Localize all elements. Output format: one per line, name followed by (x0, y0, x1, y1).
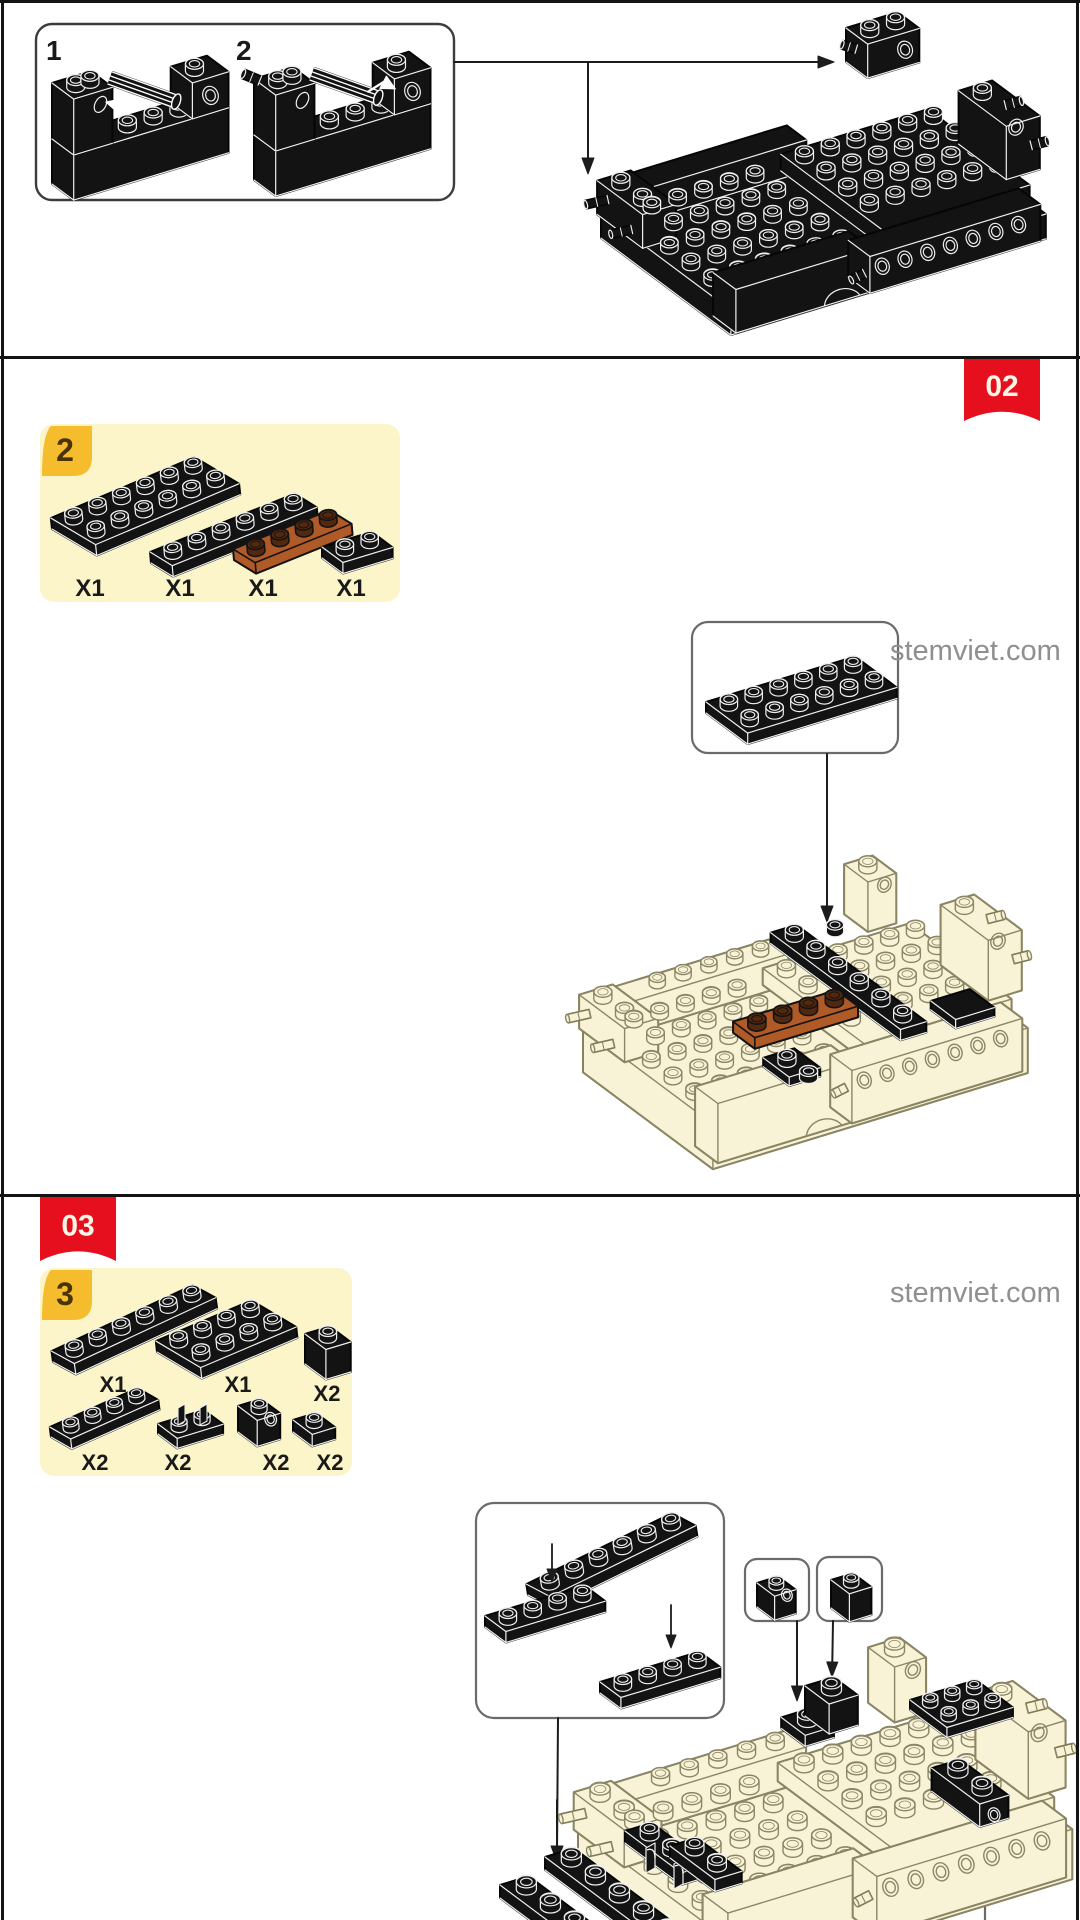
svg-text:X1: X1 (165, 575, 194, 602)
svg-text:3: 3 (56, 1276, 74, 1312)
svg-text:03: 03 (61, 1209, 94, 1242)
svg-text:2: 2 (56, 432, 74, 468)
svg-text:2: 2 (236, 35, 252, 66)
svg-text:X2: X2 (82, 1450, 109, 1475)
svg-text:X2: X2 (263, 1450, 290, 1475)
svg-text:X1: X1 (336, 575, 365, 602)
svg-text:1: 1 (46, 35, 62, 66)
svg-text:stemviet.com: stemviet.com (890, 635, 1061, 667)
svg-text:X1: X1 (248, 575, 277, 602)
svg-text:02: 02 (985, 370, 1018, 403)
svg-text:X2: X2 (165, 1450, 192, 1475)
svg-text:X1: X1 (100, 1372, 127, 1397)
svg-text:X2: X2 (317, 1450, 344, 1475)
svg-text:X2: X2 (314, 1381, 341, 1406)
svg-text:X1: X1 (75, 575, 104, 602)
svg-text:stemviet.com: stemviet.com (890, 1277, 1061, 1309)
svg-text:X1: X1 (225, 1372, 252, 1397)
